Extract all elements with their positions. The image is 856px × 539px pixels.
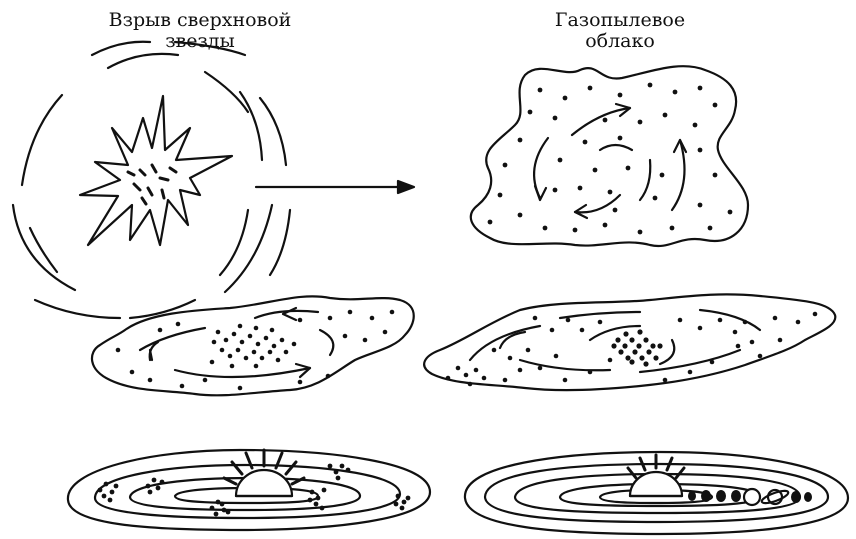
flattened-rotating-cloud	[92, 296, 414, 395]
solar-system-with-planets	[465, 452, 848, 534]
ringed-planet	[760, 488, 789, 505]
gas-dust-cloud	[471, 66, 748, 246]
flattened-cloud-outline	[92, 296, 414, 395]
flattened-cloud-particles	[116, 310, 395, 391]
condensing-disk-outline	[424, 294, 835, 390]
swirl-arrows	[534, 104, 686, 218]
protoplanetary-disk-with-clumps	[68, 450, 430, 530]
central-sun-2	[628, 455, 684, 496]
supernova-explosion	[13, 42, 290, 318]
gas-giant-planet	[744, 489, 760, 505]
cloud-dust-particles	[488, 83, 733, 235]
central-sun	[224, 450, 304, 496]
transition-arrow	[256, 181, 414, 193]
disk-particles	[446, 312, 818, 387]
supernova-core-marks	[128, 165, 176, 204]
disk-spiral-arcs	[470, 310, 760, 372]
shock-wave-arcs	[13, 42, 290, 318]
condensing-disk	[424, 294, 835, 390]
cloud-outline	[471, 66, 748, 246]
rotation-arrows	[140, 308, 333, 377]
central-condensation	[611, 329, 662, 366]
